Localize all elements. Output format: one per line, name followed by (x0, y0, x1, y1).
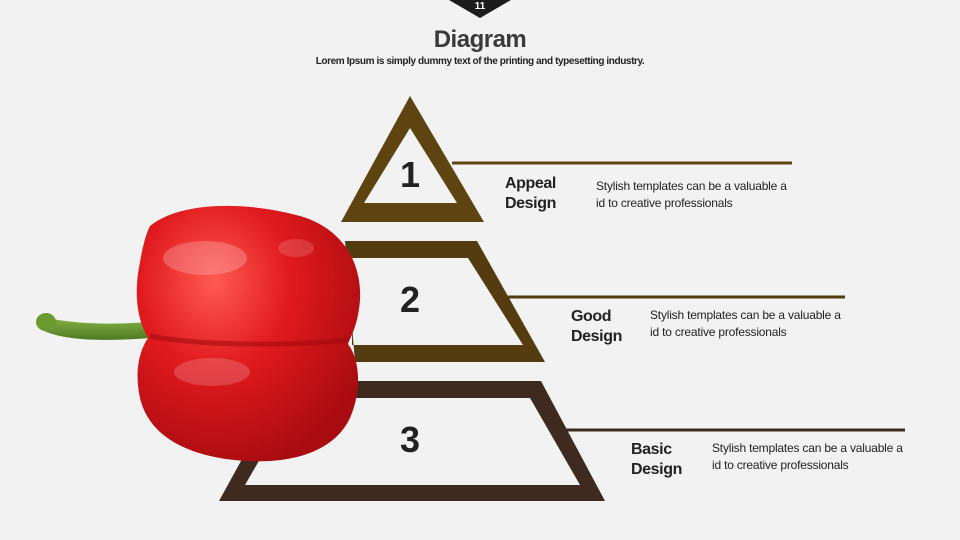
step-1-label-line-2: Design (505, 195, 556, 212)
pyramid-tier-3 (219, 381, 605, 501)
step-1-description: Stylish templates can be a valuable a id… (596, 178, 796, 212)
page-number-badge (449, 0, 511, 18)
step-3-label-line-1: Basic (631, 441, 672, 458)
page-number: 11 (474, 1, 486, 12)
red-pepper-image (36, 205, 361, 462)
step-2-label-line-1: Good (571, 308, 612, 325)
step-3-description: Stylish templates can be a valuable a id… (712, 440, 912, 474)
page-title: Diagram (433, 26, 527, 53)
step-2-description: Stylish templates can be a valuable a id… (650, 307, 850, 341)
step-2-desc-line-2: id to creative professionals (650, 325, 787, 339)
tier-2-number: 2 (399, 279, 421, 320)
step-3-label: Basic Design (631, 440, 682, 480)
step-3-label-line-2: Design (631, 461, 682, 478)
step-1-desc-line-2: id to creative professionals (596, 196, 733, 210)
step-1-label-line-1: Appeal (505, 175, 556, 192)
step-3-desc-line-1: Stylish templates can be a valuable a (712, 441, 903, 455)
pyramid-tier-2 (345, 241, 545, 362)
step-2-desc-line-1: Stylish templates can be a valuable a (650, 308, 841, 322)
tier-3-number: 3 (399, 419, 421, 460)
step-1-label: Appeal Design (505, 174, 556, 214)
step-2-label-line-2: Design (571, 328, 622, 345)
tier-1-number: 1 (399, 154, 421, 195)
step-3-desc-line-2: id to creative professionals (712, 458, 849, 472)
pyramid-tier-1 (341, 96, 484, 222)
step-1-desc-line-1: Stylish templates can be a valuable a (596, 179, 787, 193)
step-2-label: Good Design (571, 307, 622, 347)
page-subtitle: Lorem Ipsum is simply dummy text of the … (315, 56, 645, 67)
